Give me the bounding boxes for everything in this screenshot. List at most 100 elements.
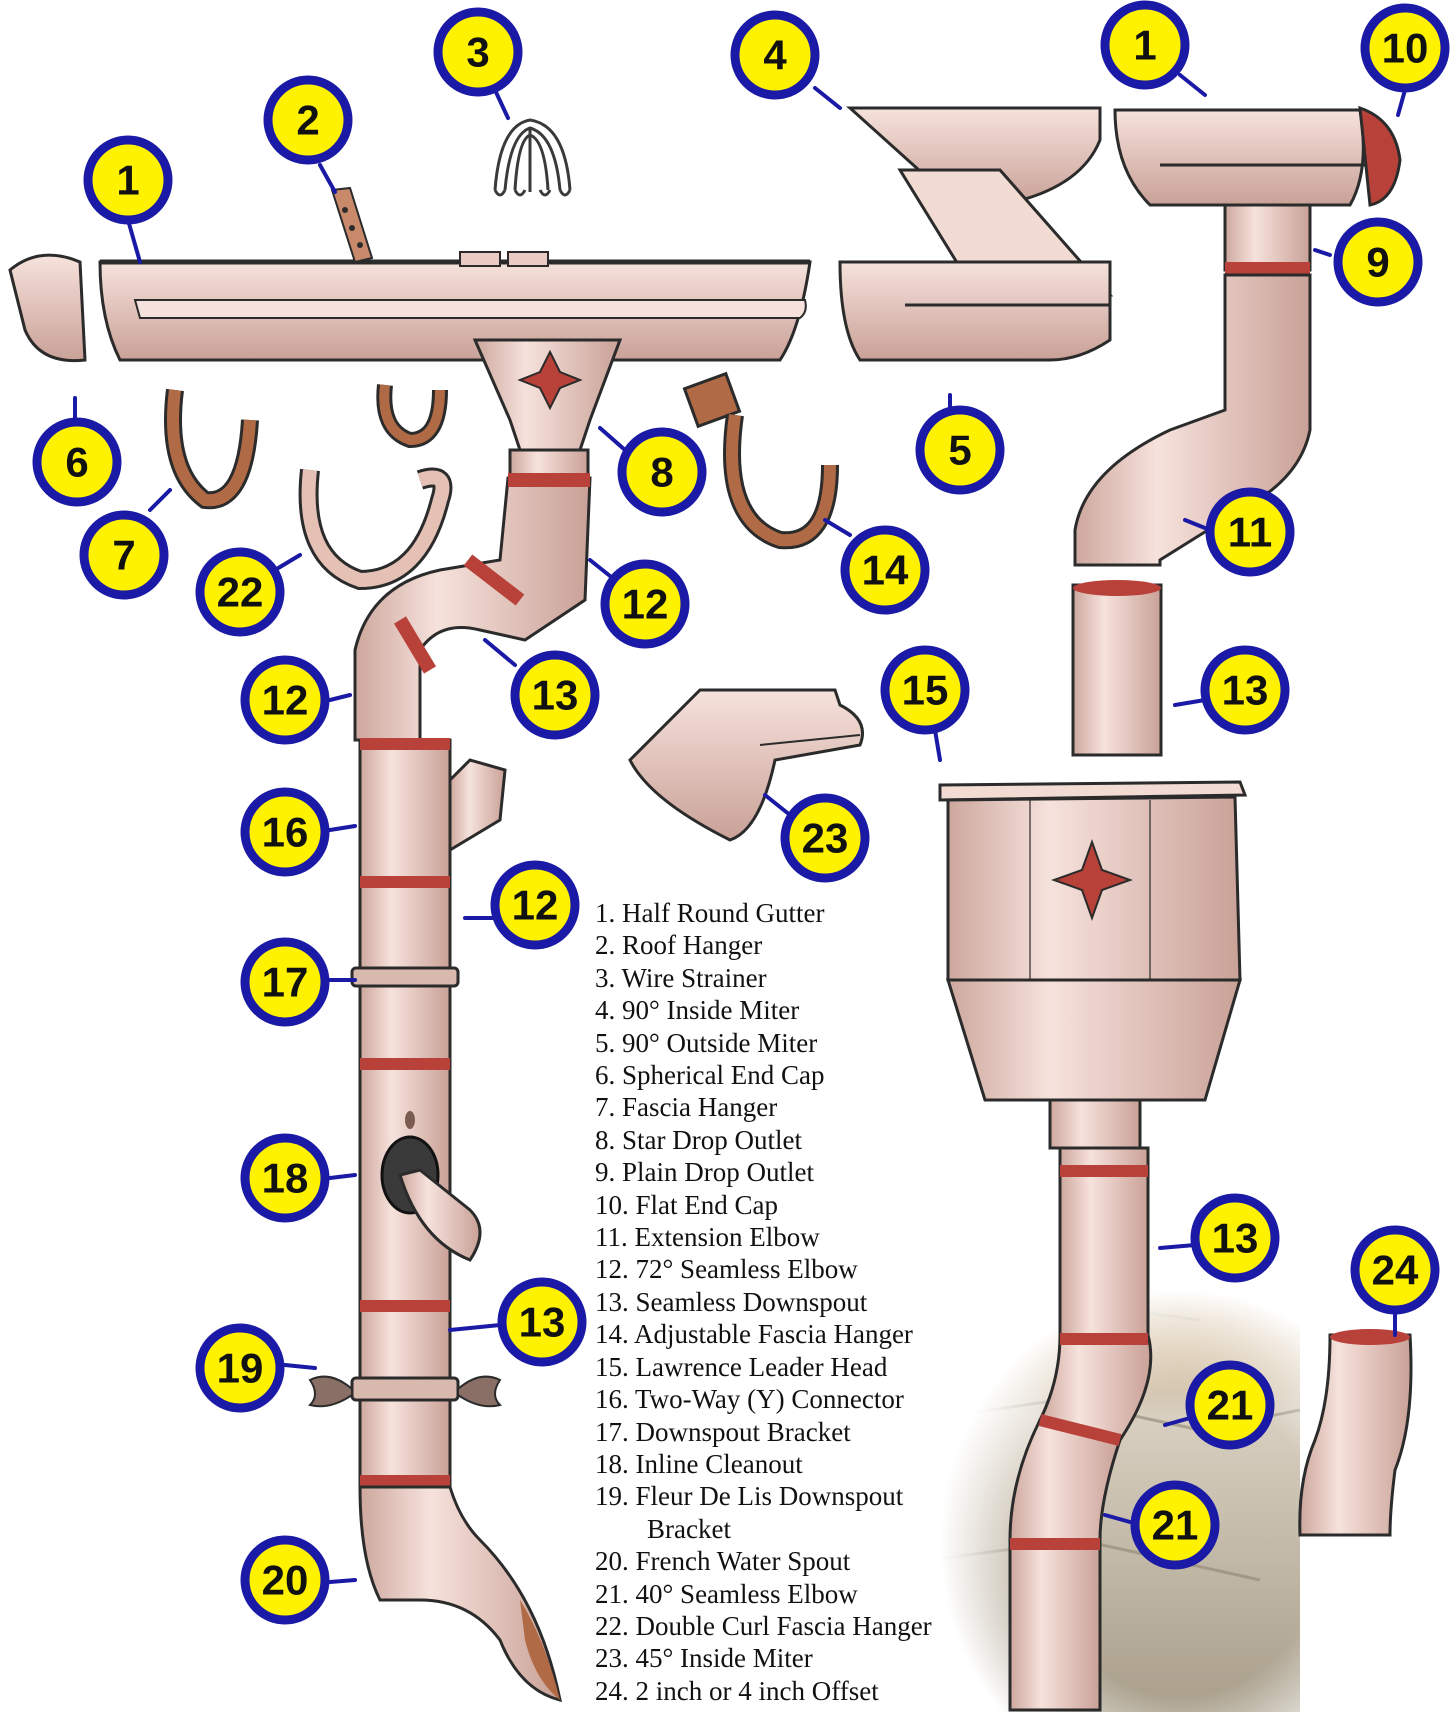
badge-label: 19: [217, 1345, 264, 1392]
badge-label: 13: [519, 1299, 566, 1346]
badge-label: 10: [1382, 25, 1429, 72]
legend-item: 15. Lawrence Leader Head: [595, 1351, 1015, 1383]
callout-badge: 15: [885, 650, 965, 730]
callout-badge: 1: [88, 140, 168, 220]
roof-hanger: [332, 188, 372, 262]
badge-label: 2: [296, 97, 319, 144]
badge-label: 9: [1366, 239, 1389, 286]
flat-end-cap: [1360, 108, 1400, 205]
badge-label: 24: [1372, 1247, 1419, 1294]
badge-label: 13: [532, 672, 579, 719]
double-curl-fascia-hanger: [309, 470, 443, 580]
legend-item: 2. Roof Hanger: [595, 929, 1015, 961]
callout-badge: 13: [1195, 1198, 1275, 1278]
fascia-hanger-2: [384, 385, 440, 440]
callout-badge: 2: [268, 80, 348, 160]
badge-label: 14: [862, 547, 909, 594]
callout-badge: 13: [502, 1282, 582, 1362]
legend-item: 6. Spherical End Cap: [595, 1059, 1015, 1091]
callout-badge: 5: [920, 410, 1000, 490]
legend-item: 19. Fleur De Lis Downspout: [595, 1480, 1015, 1512]
badge-label: 11: [1228, 509, 1272, 556]
adjustable-fascia-hanger: [684, 374, 830, 541]
callout-badge: 8: [622, 432, 702, 512]
callout-badge: 24: [1355, 1230, 1435, 1310]
legend-item: 20. French Water Spout: [595, 1545, 1015, 1577]
callout-badge: 12: [605, 564, 685, 644]
badge-label: 17: [262, 959, 309, 1006]
badge-label: 16: [262, 809, 309, 856]
spherical-end-cap: [10, 255, 85, 361]
callout-badge: 4: [735, 15, 815, 95]
badge-label: 13: [1212, 1215, 1259, 1262]
badge-label: 20: [262, 1557, 309, 1604]
legend-item: 22. Double Curl Fascia Hanger: [595, 1610, 1015, 1642]
downspout-offset: [1300, 1329, 1411, 1535]
callout-badge: 3: [438, 12, 518, 92]
legend-item: 21. 40° Seamless Elbow: [595, 1578, 1015, 1610]
half-round-gutter-long: [100, 252, 810, 360]
callout-badge: 1: [1105, 5, 1185, 85]
callout-badge: 22: [200, 552, 280, 632]
badge-label: 18: [262, 1155, 309, 1202]
badge-label: 8: [650, 449, 673, 496]
wire-strainer: [495, 120, 570, 195]
badge-label: 13: [1222, 667, 1269, 714]
callout-badge: 21: [1135, 1485, 1215, 1565]
badge-label: 7: [112, 532, 135, 579]
callout-badge: 23: [785, 798, 865, 878]
miter-outside: [840, 262, 1110, 360]
legend-item-continuation: Bracket: [595, 1513, 1015, 1545]
legend-item: 4. 90° Inside Miter: [595, 994, 1015, 1026]
badge-label: 12: [262, 677, 309, 724]
callout-badge: 9: [1338, 222, 1418, 302]
badge-label: 3: [466, 29, 489, 76]
callout-badge: 11: [1210, 492, 1290, 572]
badge-label: 1: [1133, 22, 1156, 69]
badge-label: 22: [217, 569, 264, 616]
badge-label: 12: [512, 882, 559, 929]
badge-label: 4: [763, 32, 787, 79]
callout-badge: 12: [245, 660, 325, 740]
callout-badge: 18: [245, 1138, 325, 1218]
badge-label: 5: [948, 427, 971, 474]
callout-badge: 16: [245, 792, 325, 872]
legend-item: 9. Plain Drop Outlet: [595, 1156, 1015, 1188]
callout-badge: 12: [495, 865, 575, 945]
callout-badge: 13: [1205, 650, 1285, 730]
star-drop-outlet: [475, 340, 620, 478]
legend-item: 14. Adjustable Fascia Hanger: [595, 1318, 1015, 1350]
downspout-bracket: [352, 968, 458, 986]
callout-badge: 20: [245, 1540, 325, 1620]
callout-badge: 6: [37, 422, 117, 502]
legend-item: 8. Star Drop Outlet: [595, 1124, 1015, 1156]
two-way-y-connector: [450, 760, 505, 850]
legend-item: 11. Extension Elbow: [595, 1221, 1015, 1253]
legend-item: 18. Inline Cleanout: [595, 1448, 1015, 1480]
legend-item: 3. Wire Strainer: [595, 962, 1015, 994]
callout-badge: 7: [84, 515, 164, 595]
callout-badge: 10: [1365, 8, 1445, 88]
legend-item: 17. Downspout Bracket: [595, 1416, 1015, 1448]
fascia-hanger: [173, 390, 250, 500]
badge-label: 21: [1152, 1502, 1199, 1549]
parts-legend: 1. Half Round Gutter 2. Roof Hanger 3. W…: [595, 897, 1015, 1707]
badge-label: 1: [116, 157, 139, 204]
callout-badge: 21: [1190, 1365, 1270, 1445]
legend-item: 16. Two-Way (Y) Connector: [595, 1383, 1015, 1415]
callout-badge: 17: [245, 942, 325, 1022]
legend-item: 5. 90° Outside Miter: [595, 1027, 1015, 1059]
legend-item: 13. Seamless Downspout: [595, 1286, 1015, 1318]
legend-item: 24. 2 inch or 4 inch Offset: [595, 1675, 1015, 1707]
french-water-spout: [360, 1487, 560, 1700]
legend-item: 1. Half Round Gutter: [595, 897, 1015, 929]
callout-badge: 19: [200, 1328, 280, 1408]
legend-item: 10. Flat End Cap: [595, 1189, 1015, 1221]
badge-label: 12: [622, 581, 669, 628]
legend-item: 12. 72° Seamless Elbow: [595, 1253, 1015, 1285]
badge-label: 6: [65, 439, 88, 486]
badge-label: 15: [902, 667, 949, 714]
legend-item: 7. Fascia Hanger: [595, 1091, 1015, 1123]
callout-badge: 14: [845, 530, 925, 610]
plain-drop-outlet: [1225, 205, 1310, 276]
